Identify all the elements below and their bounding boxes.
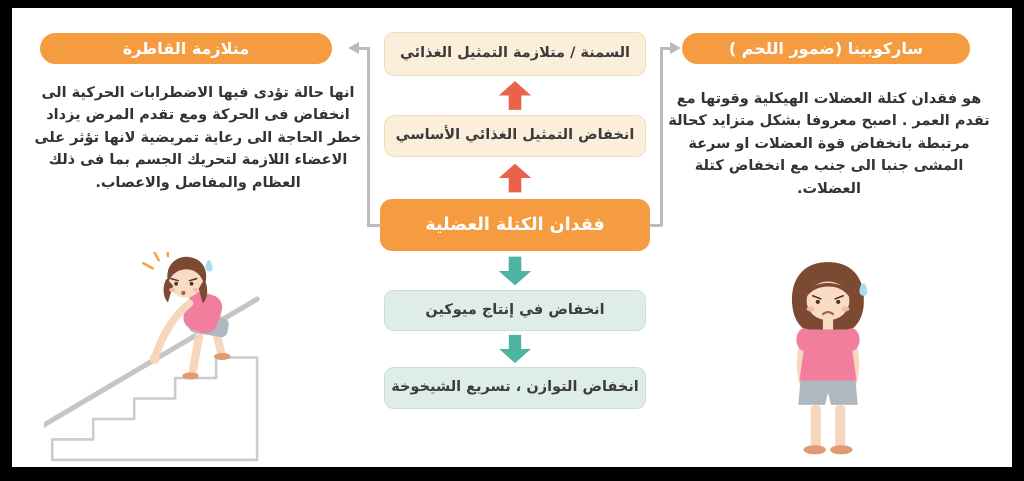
gray-left-arrowhead-icon [348, 42, 359, 54]
sarcopenia-description: هو فقدان كتلة العضلات الهيكلية وقوتها مع… [668, 91, 990, 197]
teal-down-arrow-icon [498, 256, 532, 286]
flow-box-myokine-production-decrease: انخفاض في إنتاج ميوكين [384, 290, 646, 331]
flow-box-muscle-mass-loss: فقدان الكتلة العضلية [380, 199, 650, 251]
flow-box-balance-decrease-aging: انخفاض التوازن ، تسريع الشيخوخة [384, 367, 646, 409]
infographic-canvas: ساركوبينا (ضمور اللحم ) متلازمة القاطرة … [12, 8, 1012, 467]
right-connector-horizontal-line [649, 224, 662, 227]
left-connector-horizontal-line [367, 224, 381, 227]
left-connector-top-line [358, 47, 368, 50]
woman-climbing-stairs-illustration [44, 252, 260, 462]
sarcopenia-title-pill: ساركوبينا (ضمور اللحم ) [682, 33, 970, 64]
red-up-arrow-icon [498, 81, 532, 110]
red-up-arrow-icon [498, 163, 532, 193]
right-connector-top-line [662, 47, 672, 50]
locomotive-syndrome-title-pill: متلازمة القاطرة [40, 33, 332, 64]
teal-down-arrow-icon [499, 334, 531, 364]
gray-right-arrowhead-icon [670, 42, 681, 54]
locomotive-syndrome-description: انها حالة تؤدى فيها الاضطرابات الحركية ا… [34, 85, 362, 191]
tired-standing-woman-illustration [792, 262, 868, 455]
left-connector-vertical-line [367, 47, 370, 226]
right-connector-vertical-line [660, 47, 663, 226]
flow-box-obesity-metabolic-syndrome: السمنة / متلازمة التمثيل الغذائي [384, 32, 646, 76]
flow-box-basal-metabolism-decrease: انخفاض التمثيل الغذائي الأساسي [384, 115, 646, 157]
